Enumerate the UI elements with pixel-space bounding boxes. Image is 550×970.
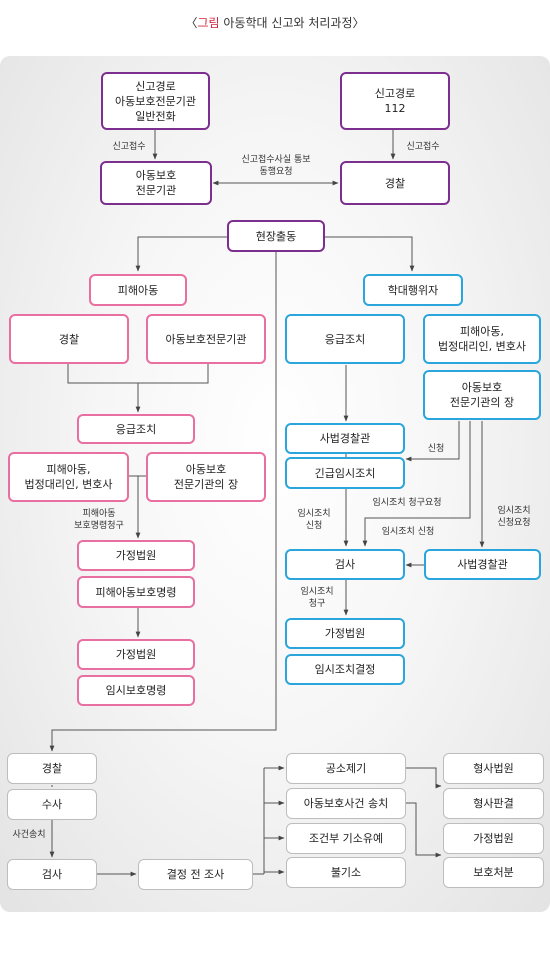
criminal-judgment-box: 형사판결 [443,788,544,819]
temporary-apply-request-label: 임시조치 신청요청 [497,506,531,528]
conditional-suspension-box: 조건부 기소유예 [286,823,406,854]
prosecutor-box-bottom: 검사 [7,859,97,890]
onsite-dispatch-box: 현장출동 [227,220,325,252]
prosecutor-box-right: 검사 [285,549,405,580]
judicial-police-box-2: 사법경찰관 [424,549,541,580]
agency-head-box-left: 아동보호 전문기관의 장 [146,452,266,502]
police-box-top: 경찰 [340,161,450,205]
victim-representative-box-right: 피해아동, 법정대리인, 변호사 [423,314,541,364]
victim-order-request-label: 피해아동 보호명령청구 [74,509,124,531]
family-court-box-right: 가정법원 [285,618,405,649]
report-receive-label-right: 신고접수 [406,142,440,152]
criminal-court-box: 형사법원 [443,753,544,784]
title-text: 아동학대 신고와 처리과정〉 [219,16,365,30]
protective-disposition-box: 보호처분 [443,857,544,888]
agency-head-box-right: 아동보호 전문기관의 장 [423,370,541,420]
request-label: 신청 [427,444,445,454]
emergency-measure-box-right: 응급조치 [285,314,405,364]
report-route-112-box: 신고경로 112 [340,72,450,130]
pre-decision-investigation-box: 결정 전 조사 [138,859,253,890]
urgent-temporary-measure-box: 긴급임시조치 [285,457,405,489]
family-court-box-2: 가정법원 [77,639,195,670]
temporary-apply-label-1: 임시조치 신청 [297,509,331,531]
temporary-claim-request-label: 임시조치 청구요청 [372,498,442,508]
victim-child-box: 피해아동 [89,274,187,306]
judicial-police-box-1: 사법경찰관 [285,423,405,454]
child-protection-agency-box: 아동보호 전문기관 [100,161,212,205]
emergency-measure-box-left: 응급조치 [77,414,195,444]
indictment-box: 공소제기 [286,753,406,784]
victim-protection-order-box: 피해아동보호명령 [77,576,195,608]
agency-box-left: 아동보호전문기관 [146,314,266,364]
notify-label: 신고접수사실 통보 동행요청 [241,155,311,177]
police-box-left: 경찰 [9,314,129,364]
report-receive-label-left: 신고접수 [112,142,146,152]
family-court-box-1: 가정법원 [77,540,195,571]
title-highlight: 그림 [197,16,220,30]
title-bracket-open: 〈 [185,16,198,30]
abuser-box: 학대행위자 [363,274,463,306]
temporary-measure-decision-box: 임시조치결정 [285,654,405,685]
case-transfer-label: 사건송치 [12,830,46,840]
temporary-claim-label: 임시조치 청구 [300,587,334,609]
diagram-title: 〈그림 아동학대 신고와 처리과정〉 [0,14,550,31]
temporary-apply-label-2: 임시조치 신청 [381,527,435,537]
family-court-box-bottom: 가정법원 [443,823,544,854]
non-indictment-box: 불기소 [286,857,406,888]
child-protection-case-transfer-box: 아동보호사건 송치 [286,788,406,819]
investigation-box: 수사 [7,789,97,820]
victim-representative-box-left: 피해아동, 법정대리인, 변호사 [8,452,129,502]
police-box-bottom: 경찰 [7,753,97,784]
temporary-protection-order-box: 임시보호명령 [77,675,195,706]
report-route-agency-box: 신고경로 아동보호전문기관 일반전화 [101,72,210,130]
